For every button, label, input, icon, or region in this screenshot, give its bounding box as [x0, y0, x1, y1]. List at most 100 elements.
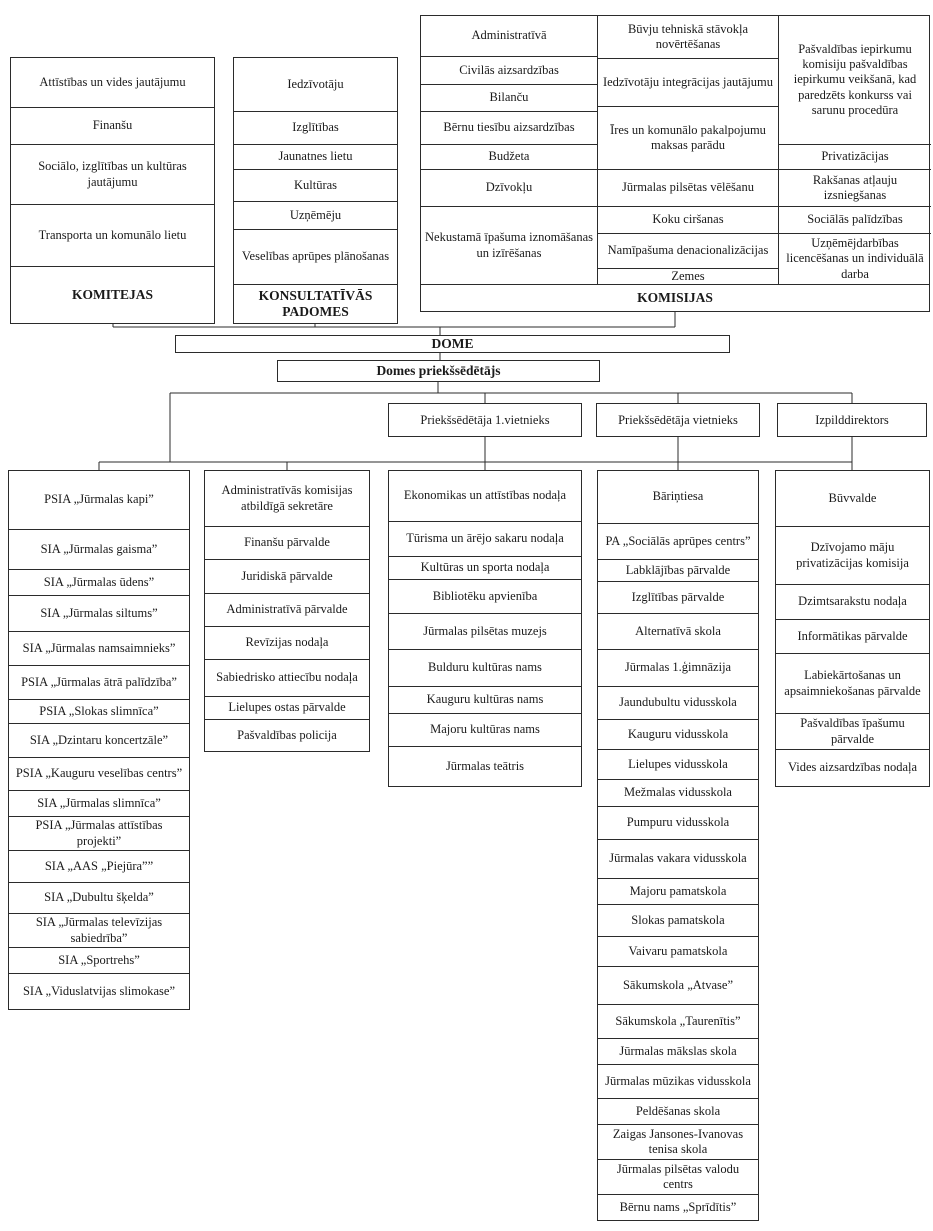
org-box: Slokas pamatskola — [598, 904, 758, 936]
org-box: Dzimtsarakstu nodaļa — [776, 584, 929, 619]
org-box: SIA „Viduslatvijas slimokase” — [9, 973, 189, 1009]
org-box: Bāriņtiesa — [652, 489, 704, 504]
deputy-box: Priekšsēdētāja vietnieks — [596, 403, 760, 437]
org-box: Kauguru vidusskola — [598, 719, 758, 749]
administration-column: Administratīvās komisijas atbildīgā sekr… — [204, 470, 370, 752]
org-box: Zaigas Jansones-Ivanovas tenisa skola — [598, 1124, 758, 1159]
org-box: PSIA „Slokas slimnīca” — [9, 699, 189, 723]
chairman-box: Domes priekšsēdētājs — [277, 360, 600, 382]
org-box: Veselības aprūpes plānošanas — [234, 229, 397, 284]
org-box: Dzīvokļu — [421, 169, 597, 206]
org-box: Jūrmalas mūzikas vidusskola — [598, 1064, 758, 1098]
org-box: Majoru kultūras nams — [389, 713, 581, 746]
commissions-col3: Pašvaldības iepirkumu komisiju pašvaldīb… — [779, 16, 931, 284]
org-box: Bulduru kultūras nams — [389, 649, 581, 686]
org-box: Privatizācijas — [779, 144, 931, 169]
org-box: Pumpuru vidusskola — [598, 806, 758, 839]
org-box: Namīpašuma denacionalizācijas — [598, 233, 778, 268]
org-box: Lielupes vidusskola — [598, 749, 758, 779]
executive-director-box: Izpilddirektors — [777, 403, 927, 437]
org-box: Kauguru kultūras nams — [389, 686, 581, 713]
org-box: Civilās aizsardzības — [421, 56, 597, 84]
first-deputy-box: Priekšsēdētāja 1.vietnieks — [388, 403, 582, 437]
org-box: Finanšu — [11, 107, 214, 144]
org-box: Izglītības pārvalde — [598, 581, 758, 613]
org-box: Lielupes ostas pārvalde — [205, 696, 369, 719]
org-box: SIA „Jūrmalas televīzijas sabiedrība” — [9, 913, 189, 947]
org-box: Majoru pamatskola — [598, 878, 758, 904]
org-box: PSIA „Jūrmalas ātrā palīdzība” — [9, 665, 189, 699]
org-box: Budžeta — [421, 144, 597, 169]
org-box: Būvju tehniskā stāvokļa novērtēšanas — [627, 21, 749, 51]
org-box: Būvvalde — [828, 490, 877, 505]
companies-column: PSIA „Jūrmalas kapi”SIA „Jūrmalas gaisma… — [8, 470, 190, 1010]
org-box: Peldēšanas skola — [598, 1098, 758, 1124]
org-box: Pašvaldības īpašumu pārvalde — [776, 713, 929, 749]
org-box: Dzīvojamo māju privatizācijas komisija — [776, 526, 929, 584]
org-box: SIA „AAS „Piejūra”” — [9, 850, 189, 882]
org-box: Pašvaldības iepirkumu komisiju pašvaldīb… — [793, 41, 917, 117]
org-box: Administratīvā — [471, 28, 547, 43]
org-box: SIA „Dubultu šķelda” — [9, 882, 189, 913]
org-box: Jūrmalas 1.ģimnāzija — [598, 649, 758, 686]
org-box: Nekustamā īpašuma iznomāšanas un izīrēša… — [421, 206, 597, 284]
org-box: Vaivaru pamatskola — [598, 936, 758, 966]
org-box: SIA „Jūrmalas ūdens” — [9, 569, 189, 595]
org-box: Jūrmalas mākslas skola — [598, 1038, 758, 1064]
org-box: PSIA „Jūrmalas kapi” — [44, 492, 154, 507]
org-box: Rakšanas atļauju izsniegšanas — [779, 169, 931, 206]
org-box: Mežmalas vidusskola — [598, 779, 758, 806]
org-box: Īres un komunālo pakalpojumu maksas parā… — [598, 106, 778, 169]
advisory-councils-header: KONSULTATĪVĀS PADOMES — [234, 284, 397, 323]
org-box: Pašvaldības policija — [205, 719, 369, 751]
org-box: Labiekārtošanas un apsaimniekošanas pārv… — [776, 653, 929, 713]
org-box: Vides aizsardzības nodaļa — [776, 749, 929, 786]
org-box: PA „Sociālās aprūpes centrs” — [598, 523, 758, 559]
org-box: Bibliotēku apvienība — [389, 579, 581, 613]
org-box: Sabiedrisko attiecību nodaļa — [205, 659, 369, 696]
org-box: Attīstības un vides jautājumu — [39, 74, 186, 89]
org-box: Sākumskola „Taurenītis” — [598, 1004, 758, 1038]
org-box: Koku ciršanas — [598, 206, 778, 233]
org-box: Ekonomikas un attīstības nodaļa — [403, 488, 567, 503]
org-box: Uzņēmēju — [234, 201, 397, 229]
org-box: Bilanču — [421, 84, 597, 111]
org-box: Jaundubultu vidusskola — [598, 686, 758, 719]
org-box: Sociālo, izglītības un kultūras jautājum… — [11, 144, 214, 204]
org-box: Sociālās palīdzības — [779, 206, 931, 233]
dome-box: DOME — [175, 335, 730, 353]
org-box: Sākumskola „Atvase” — [598, 966, 758, 1004]
org-box: PSIA „Jūrmalas attīstības projekti” — [9, 816, 189, 850]
org-box: Revīzijas nodaļa — [205, 626, 369, 659]
org-box: Administratīvā pārvalde — [205, 593, 369, 626]
org-box: Bērnu tiesību aizsardzības — [421, 111, 597, 144]
org-box: Uzņēmējdarbības licencēšanas un individu… — [779, 233, 931, 284]
org-box: SIA „Jūrmalas slimnīca” — [9, 790, 189, 816]
org-box: Informātikas pārvalde — [776, 619, 929, 653]
org-box: PSIA „Kauguru veselības centrs” — [9, 757, 189, 790]
org-box: SIA „Dzintaru koncertzāle” — [9, 723, 189, 757]
org-box: Iedzīvotāju integrācijas jautājumu — [598, 58, 778, 106]
org-box: Izglītības — [234, 111, 397, 144]
commissions-header: KOMISIJAS — [421, 284, 929, 311]
org-box: SIA „Jūrmalas siltums” — [9, 595, 189, 631]
org-box: Transporta un komunālo lietu — [11, 204, 214, 266]
org-box: Kultūras — [234, 169, 397, 201]
org-box: Administratīvās komisijas atbildīgā sekr… — [221, 483, 353, 513]
org-box: Iedzīvotāju — [287, 76, 344, 91]
org-box: Jūrmalas pilsētas valodu centrs — [598, 1159, 758, 1194]
org-box: Finanšu pārvalde — [205, 526, 369, 559]
committees-header: KOMITEJAS — [11, 266, 214, 323]
org-box: SIA „Sportrehs” — [9, 947, 189, 973]
